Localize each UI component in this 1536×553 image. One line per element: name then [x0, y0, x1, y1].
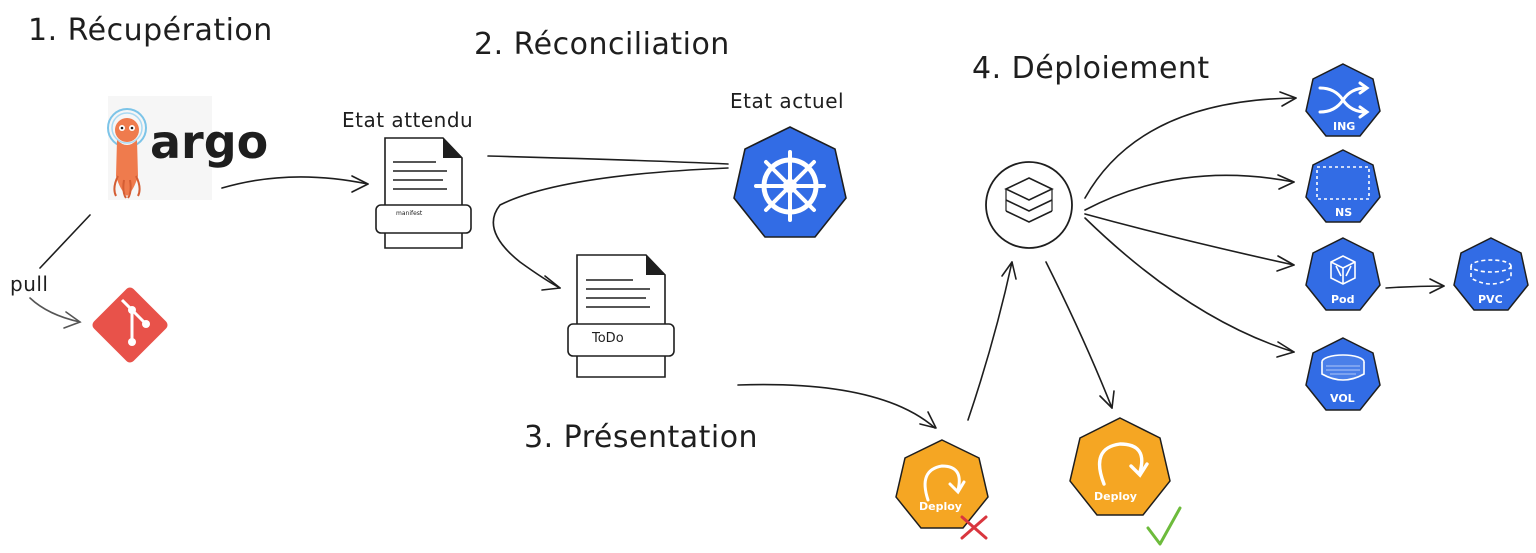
pull-label: pull	[10, 272, 48, 296]
volume-icon	[1321, 354, 1365, 381]
deploy-success-label: Deploy	[1094, 490, 1137, 503]
arrow-layers-to-vol	[1084, 217, 1295, 353]
namespace-node: NS	[1305, 149, 1381, 223]
namespace-label: NS	[1335, 206, 1352, 219]
deploy-icon	[1097, 442, 1149, 486]
arrow-pod-to-pvc	[1385, 285, 1445, 289]
argo-logo-icon: argo	[107, 96, 268, 200]
pod-node: Pod	[1305, 237, 1381, 311]
pod-label: Pod	[1331, 293, 1355, 306]
arrow-argo-to-manifest	[221, 176, 369, 189]
manifest-document-icon: manifest	[375, 137, 472, 249]
todo-document-icon: ToDo	[567, 254, 675, 378]
step-title-deploiement: 4. Déploiement	[972, 51, 1210, 86]
todo-doc-label: ToDo	[591, 331, 624, 346]
volume-label: VOL	[1330, 392, 1355, 405]
pvc-icon	[1470, 259, 1512, 285]
arrow-deploy-to-layers	[967, 261, 1013, 421]
cross-icon	[960, 515, 988, 540]
arrow-cluster-to-todo	[492, 167, 729, 289]
namespace-icon	[1316, 166, 1370, 200]
deploy-success-node: Deploy	[1069, 417, 1171, 516]
layers-icon	[985, 161, 1073, 249]
etat-attendu-label: Etat attendu	[342, 108, 473, 132]
kubernetes-helm-icon	[733, 126, 847, 238]
argo-logo-text: argo	[150, 115, 268, 169]
arrow-layers-to-pod	[1084, 213, 1295, 266]
deploy-failed-node: Deploy	[895, 439, 989, 529]
step-title-presentation: 3. Présentation	[524, 420, 758, 455]
check-icon	[1146, 506, 1182, 546]
etat-actuel-label: Etat actuel	[730, 89, 844, 113]
deploy-icon	[923, 464, 966, 502]
manifest-doc-label: manifest	[396, 210, 423, 217]
arrow-layers-to-ing	[1084, 97, 1297, 199]
pvc-label: PVC	[1478, 293, 1503, 306]
git-icon	[92, 287, 168, 363]
volume-node: VOL	[1305, 337, 1381, 411]
pod-cube-icon	[1330, 255, 1356, 285]
ingress-node: ING	[1305, 63, 1381, 137]
arrow-todo-to-deploy	[737, 383, 936, 429]
ingress-label: ING	[1333, 120, 1355, 133]
arrow-argo-pull-line	[39, 214, 91, 269]
deploy-failed-label: Deploy	[919, 500, 962, 513]
pvc-node: PVC	[1453, 237, 1529, 311]
line-manifest-to-cluster	[487, 155, 729, 165]
step-title-reconciliation: 2. Réconciliation	[474, 27, 730, 62]
ingress-shuffle-icon	[1318, 81, 1370, 119]
arrow-pull-to-git	[29, 297, 81, 323]
arrow-layers-to-deploy	[1045, 261, 1113, 409]
step-title-recuperation: 1. Récupération	[28, 13, 273, 48]
arrow-layers-to-ns	[1084, 174, 1295, 211]
